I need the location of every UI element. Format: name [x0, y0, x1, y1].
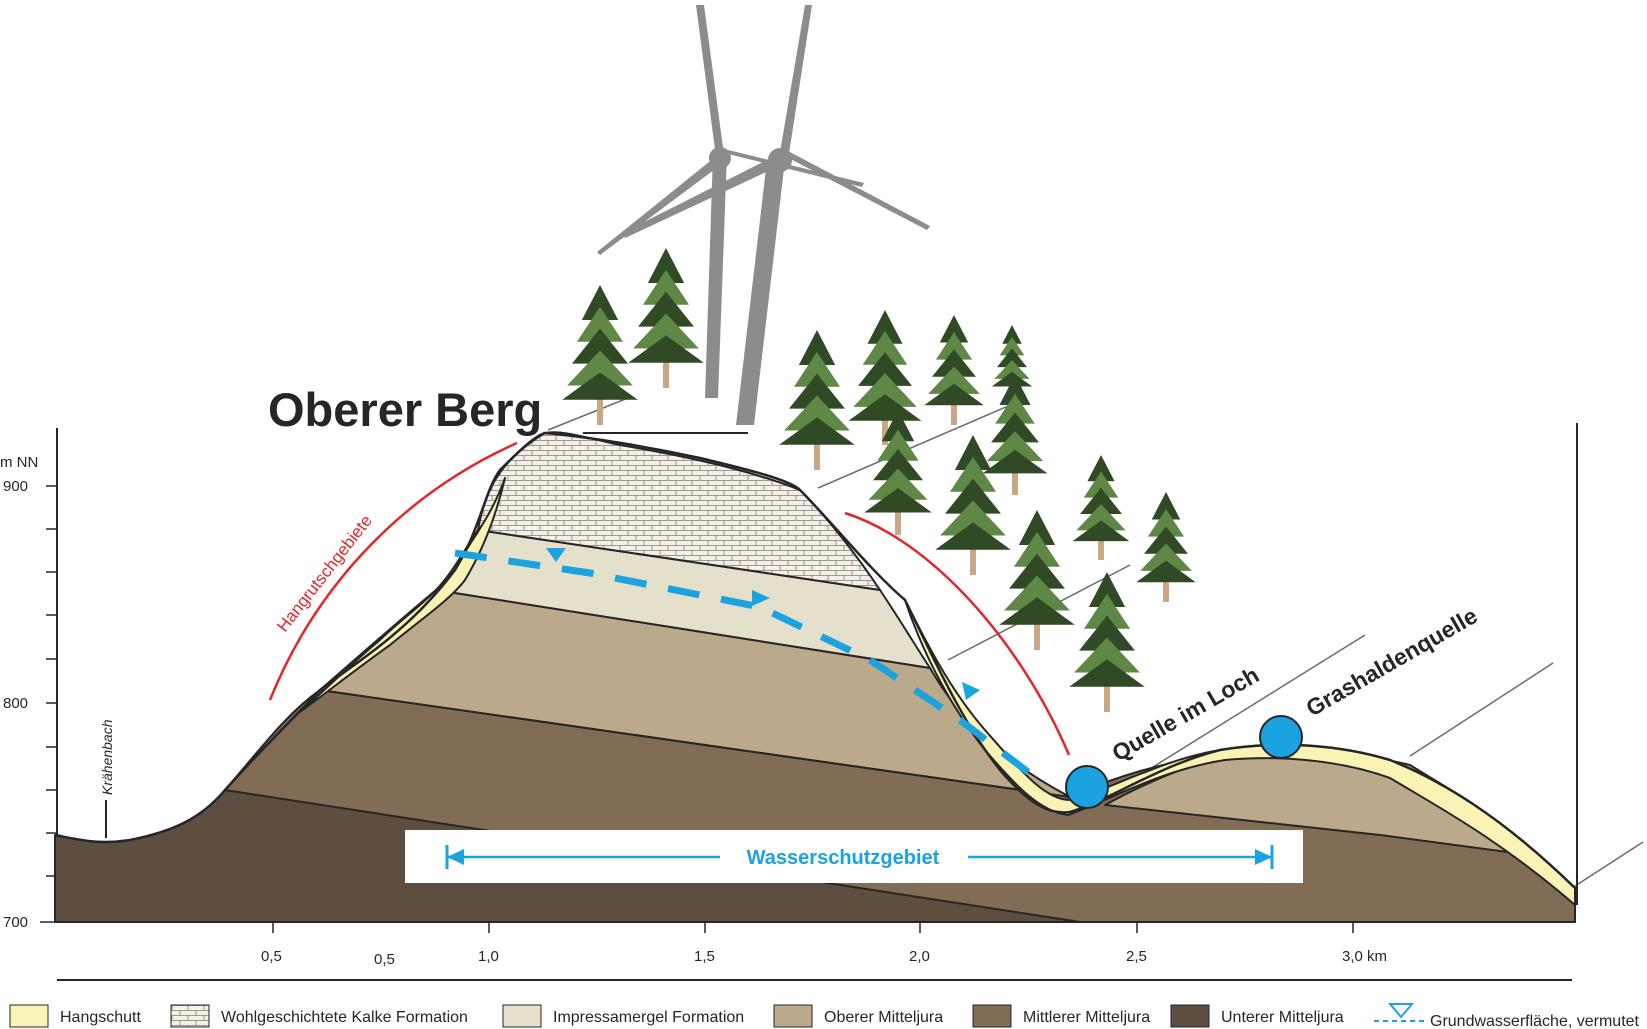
- legend-item: Hangschutt: [9, 1004, 141, 1028]
- tree-icon: [982, 375, 1048, 495]
- spring-label: Grashaldenquelle: [1302, 602, 1482, 721]
- legend: Hangschutt Wohlgeschichtete Kalke Format…: [9, 1003, 1640, 1029]
- protection-zone-label: Wasserschutzgebiet: [747, 847, 940, 869]
- flow-arrow-icon: [962, 682, 980, 700]
- legend-item: Wohlgeschichtete Kalke Formation: [170, 1004, 468, 1028]
- terrain-surface: [54, 431, 1576, 889]
- forest: [562, 248, 1196, 712]
- legend-swatch: [972, 1004, 1012, 1028]
- wind-turbines: [583, 5, 930, 434]
- slide-zones-label: Hangrutschgebiete: [273, 511, 376, 635]
- groundwater-table: [454, 548, 1048, 788]
- y-tick-label: 900: [3, 478, 28, 495]
- legend-swatch: [170, 1004, 210, 1028]
- spring-grashaldenquelle-icon: [1259, 715, 1303, 759]
- tree-icon: [848, 310, 922, 445]
- legend-label: Unterer Mitteljura: [1221, 1009, 1344, 1026]
- legend-swatch: [1170, 1004, 1210, 1028]
- protection-zone: Wasserschutzgebiet: [405, 830, 1303, 883]
- page-title: Oberer Berg: [268, 383, 542, 436]
- spring-quelle-im-loch-icon: [1065, 765, 1109, 809]
- legend-swatch: [773, 1004, 813, 1028]
- y-axis: m NN 900 800 700: [0, 428, 58, 931]
- legend-item: Unterer Mitteljura: [1170, 1004, 1344, 1028]
- groundwater-triangle-icon: [546, 548, 566, 562]
- tree-icon: [1136, 492, 1196, 602]
- tree-icon: [1072, 455, 1130, 560]
- tree-icon: [779, 330, 855, 470]
- legend-label: Oberer Mitteljura: [824, 1009, 943, 1026]
- wind-turbine-icon: [597, 5, 864, 398]
- slide-zone-arcs: [268, 441, 1071, 756]
- legend-label: Grundwasserfläche, vermutet: [1430, 1013, 1640, 1029]
- tree-icon: [935, 435, 1011, 575]
- legend-swatch: [502, 1004, 542, 1028]
- flow-arrow-icon: [752, 590, 770, 606]
- legend-item: Impressamergel Formation: [502, 1004, 744, 1028]
- tree-icon: [999, 510, 1075, 650]
- tree-icon: [562, 285, 638, 425]
- y-tick-label: 800: [3, 695, 28, 712]
- arrow-left-icon: [447, 849, 464, 865]
- legend-label: Hangschutt: [60, 1009, 141, 1026]
- legend-item: Grundwasserfläche, vermutet: [1374, 1003, 1640, 1029]
- groundwater-triangle-icon: [1387, 1003, 1415, 1019]
- legend-item: Mittlerer Mitteljura: [972, 1004, 1150, 1028]
- x-tick-label: 0,5: [261, 948, 282, 965]
- y-tick-label: 700: [3, 914, 28, 931]
- wind-turbine-icon: [622, 5, 930, 425]
- tree-icon: [1069, 572, 1145, 712]
- x-tick-label: 0,5: [374, 951, 395, 968]
- x-tick-label: 1,5: [694, 948, 715, 965]
- y-axis-unit: m NN: [0, 454, 38, 471]
- tree-icon: [864, 410, 932, 535]
- legend-item: Oberer Mitteljura: [773, 1004, 943, 1028]
- stream-label: Krähenbach: [99, 719, 115, 795]
- x-tick-label: 3,0 km: [1342, 948, 1387, 965]
- arrow-right-icon: [1255, 849, 1272, 865]
- x-tick-label: 2,5: [1126, 948, 1147, 965]
- legend-label: Wohlgeschichtete Kalke Formation: [221, 1009, 468, 1026]
- legend-swatch: [9, 1004, 49, 1028]
- tree-icon: [924, 315, 984, 425]
- tree-icon: [628, 248, 704, 388]
- legend-label: Mittlerer Mitteljura: [1023, 1009, 1150, 1026]
- x-tick-label: 1,0: [478, 948, 499, 965]
- legend-label: Impressamergel Formation: [553, 1009, 744, 1026]
- x-axis: 0,5 0,5 1,0 1,5 2,0 2,5 3,0 km: [57, 922, 1572, 981]
- x-tick-label: 2,0: [909, 948, 930, 965]
